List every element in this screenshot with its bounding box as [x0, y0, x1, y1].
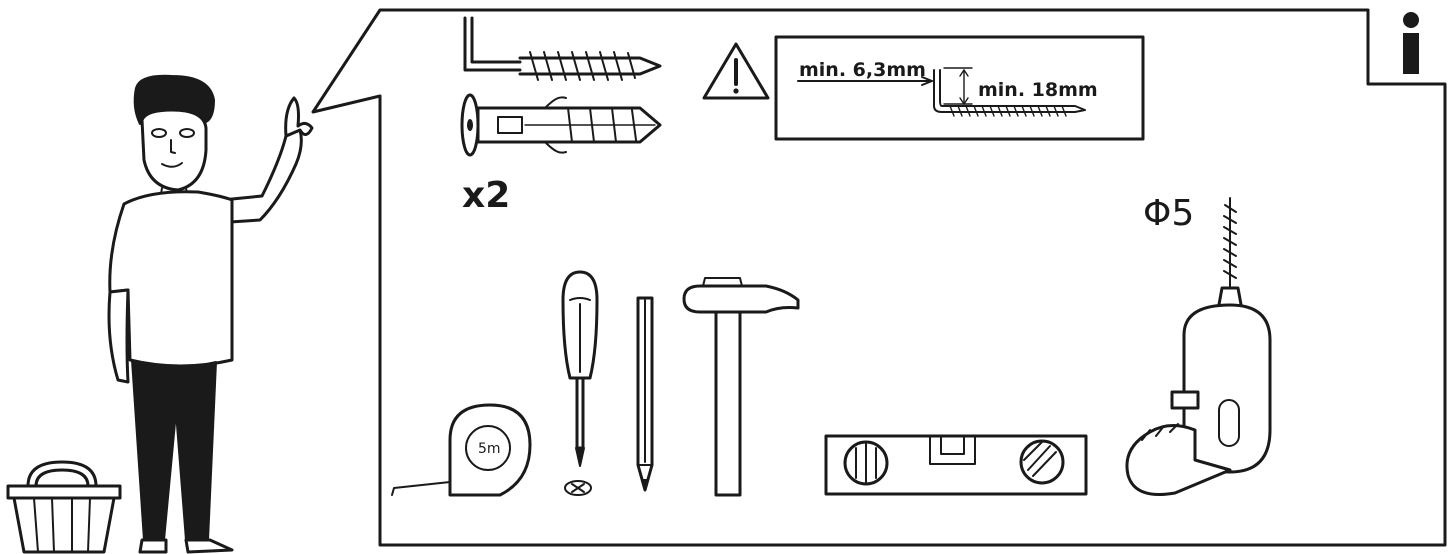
dimension-note-box: min. 6,3mm min. 18mm	[774, 35, 1145, 141]
wall-plug-icon	[460, 93, 662, 157]
spirit-level-icon	[824, 434, 1088, 496]
tape-measure-icon: 5m	[391, 403, 532, 497]
screwdriver-icon	[561, 270, 599, 496]
hammer-icon	[682, 277, 800, 497]
pencil-icon	[636, 296, 654, 492]
drill-bit-size-label: Φ5	[1143, 193, 1194, 234]
min-screw-length-label: min. 18mm	[978, 79, 1098, 101]
hook-screw-icon	[463, 16, 662, 81]
basket-icon	[6, 460, 122, 554]
quantity-label: x2	[462, 175, 510, 216]
warning-icon	[702, 42, 770, 100]
person-icon	[107, 74, 314, 554]
tape-length-label: 5m	[478, 441, 501, 457]
min-head-gap-label: min. 6,3mm	[799, 59, 926, 81]
info-icon	[1403, 12, 1419, 74]
power-drill-icon	[1125, 197, 1272, 496]
speech-bubble-panel	[311, 8, 1447, 547]
